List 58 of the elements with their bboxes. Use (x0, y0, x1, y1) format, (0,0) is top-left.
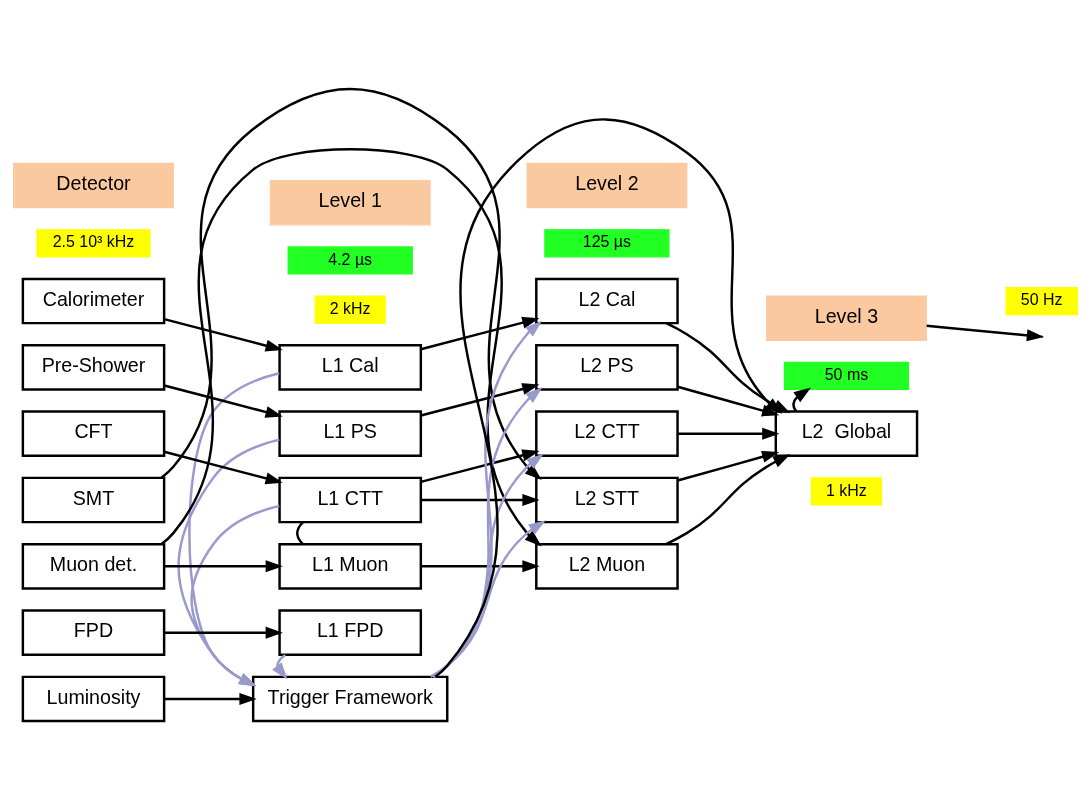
arrow (677, 427, 780, 440)
connector (296, 521, 304, 545)
node-box: Level 1 (269, 180, 431, 226)
arrow (433, 387, 543, 678)
arrow (190, 504, 280, 687)
node-box: Trigger Framework (251, 675, 449, 723)
node-box: 50 Hz (1005, 286, 1078, 316)
arrow (677, 385, 780, 417)
arrow (164, 626, 283, 639)
node-box: L2 Global (774, 410, 919, 457)
node-box: L2 Muon (535, 543, 679, 590)
arrow (792, 387, 812, 412)
node-box: L1 Muon (278, 543, 423, 590)
node-box: 50 ms (783, 361, 910, 391)
node-box: L1 FPD (278, 609, 423, 656)
node-box: L1 Cal (278, 344, 423, 391)
arrow (677, 450, 780, 482)
arrow (420, 493, 540, 507)
arrow (420, 316, 540, 351)
node-box: Level 2 (526, 162, 688, 209)
arrow (163, 384, 283, 418)
node-box: FPD (21, 609, 166, 656)
node-box: L1 CTT (278, 476, 423, 524)
arrow (665, 454, 791, 546)
arrow (420, 449, 540, 484)
node-box: Pre-Shower (21, 344, 166, 391)
arrow (188, 372, 280, 687)
node-box: 4.2 µs (287, 246, 413, 275)
node-box: 125 µs (544, 229, 670, 258)
node-box: SMT (21, 476, 166, 524)
arrow (420, 560, 540, 573)
arrow (163, 450, 283, 485)
node-box: Detector (13, 162, 174, 209)
arrow (434, 118, 783, 678)
node-box: L2 CTT (535, 410, 679, 457)
node-box: 2.5 10³ kHz (36, 229, 151, 258)
node-box: Muon det. (21, 543, 166, 590)
node-box: L2 STT (535, 476, 679, 524)
arrow (177, 438, 280, 687)
node-box: Calorimeter (21, 277, 166, 325)
arrow (432, 453, 544, 678)
arrow (433, 320, 543, 678)
arrow (164, 692, 257, 705)
node-box: Luminosity (21, 675, 166, 723)
arrow (420, 383, 540, 417)
arrow (164, 560, 283, 573)
node-box: 2 kHz (314, 295, 386, 324)
arrow (160, 148, 542, 547)
arrow (163, 317, 283, 352)
node-box: L2 PS (535, 344, 679, 391)
node-box: CFT (21, 410, 166, 457)
node-box: L1 PS (278, 410, 423, 457)
arrow (272, 654, 288, 680)
node-box: L2 Cal (535, 277, 679, 325)
arrow (160, 87, 542, 481)
arrow (430, 520, 546, 678)
node-box: 1 kHz (810, 477, 883, 506)
node-box: Level 3 (765, 295, 927, 341)
